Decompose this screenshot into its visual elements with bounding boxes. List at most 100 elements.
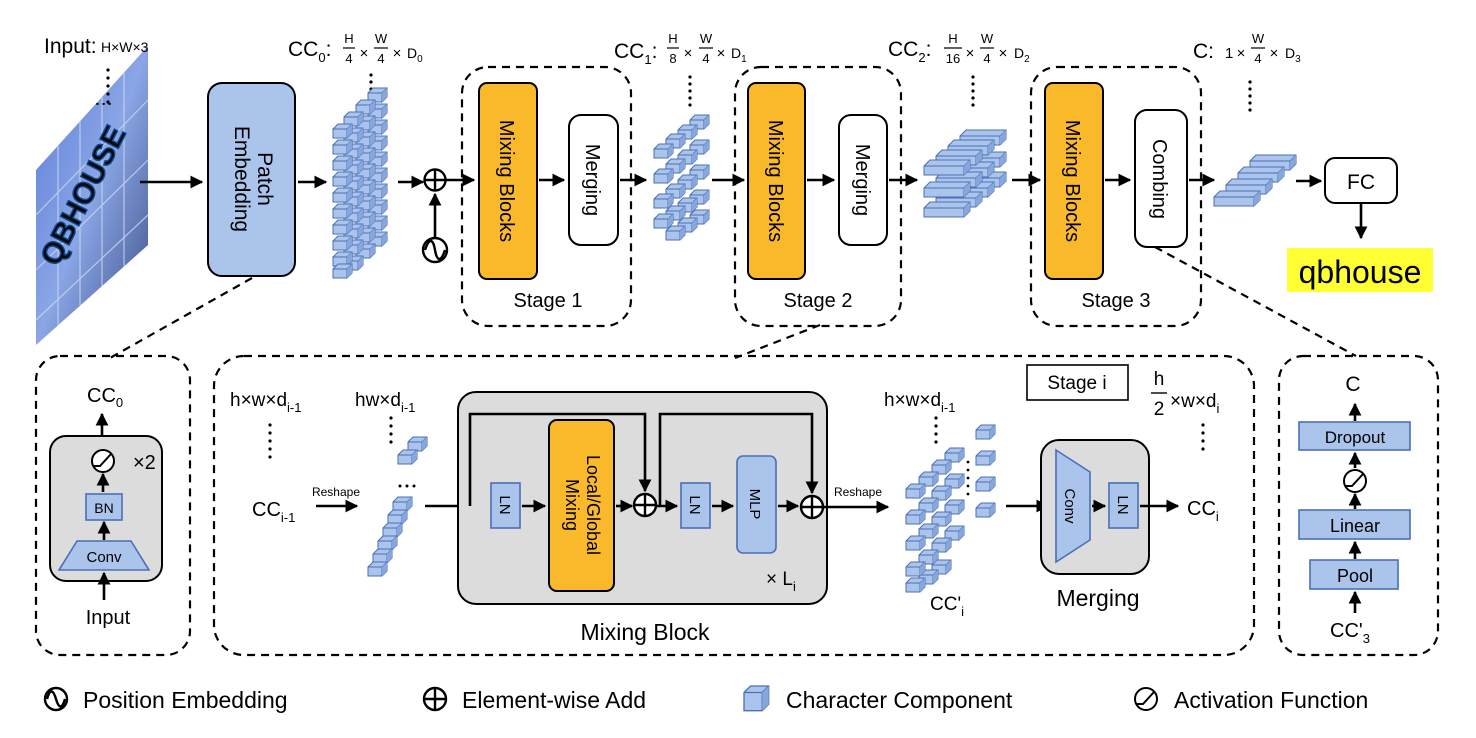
c-ellipsis: [1248, 80, 1252, 112]
local-global-label-2: Mixing: [562, 479, 582, 531]
svg-text:D2: D2: [1014, 45, 1030, 65]
cc2-character-components: [923, 129, 1007, 218]
svg-text:1: 1: [1225, 45, 1233, 62]
mixing-reshaped-ellipsis: [389, 416, 393, 444]
mixing-ln-1-label: LN: [496, 495, 513, 514]
reshape-label-1: Reshape: [312, 485, 360, 499]
mixing-ln-1: [490, 482, 521, 529]
mixing-repeat: × Li: [766, 569, 796, 594]
stage1-mixing-blocks: [478, 82, 538, 280]
stage-i-label: Stage i: [1047, 373, 1106, 394]
stage2-frame: [733, 65, 903, 328]
combing-input: CC'3: [1330, 620, 1370, 646]
mixing-add-1-icon: [632, 492, 658, 518]
merging-ln-label: LN: [1114, 495, 1131, 514]
svg-text:H: H: [668, 31, 677, 46]
connector-combing-detail: [1154, 246, 1357, 357]
patch-detail-bn-label: BN: [94, 500, 113, 516]
svg-text:16: 16: [946, 51, 960, 66]
svg-text:4: 4: [983, 51, 990, 66]
stage2-merging: [838, 114, 888, 246]
combing-dropout-label: Dropout: [1325, 428, 1386, 447]
mixing-out-dots: [966, 460, 970, 496]
stage1-mixing-blocks-label: Mixing Blocks: [495, 120, 517, 242]
connector-patch-detail: [109, 277, 253, 359]
combing-linear-label: Linear: [1330, 516, 1380, 536]
mlp-label: MLP: [746, 489, 763, 520]
svg-text:H: H: [948, 31, 957, 46]
legend-activation-function-icon: [1134, 687, 1158, 711]
mixing-cc-out: CCi: [1187, 498, 1219, 524]
svg-text:W: W: [375, 31, 388, 46]
cc2-shape-label: CC2: H 16 × W 4 × D2: [888, 31, 1030, 66]
legend-character-component-icon: [743, 685, 770, 712]
patch-detail-conv: [57, 540, 151, 571]
combing-pool: [1309, 559, 1399, 590]
local-global-label-1: Local/Global: [583, 455, 603, 555]
merging-conv-label: Conv: [1061, 488, 1078, 524]
output-highlight: [1287, 248, 1433, 292]
combing-output: C: [1345, 373, 1360, 396]
svg-text:4: 4: [377, 51, 384, 66]
input-dims: H×W×3: [101, 39, 149, 55]
mlp-block: [736, 455, 777, 554]
patch-detail-repeat: ×2: [133, 452, 156, 474]
svg-text:×: ×: [999, 45, 1008, 62]
svg-text:CC1:: CC1:: [614, 40, 657, 67]
svg-text:D1: D1: [731, 45, 747, 65]
stage1-label: Stage 1: [514, 290, 583, 312]
input-label: Input:: [44, 35, 97, 58]
patch-detail-frame: [34, 354, 192, 657]
svg-text:×: ×: [966, 45, 975, 62]
combing-linear: [1298, 509, 1411, 540]
mixing-cc-prime: CC'i: [930, 594, 964, 619]
svg-text:C:: C:: [1193, 40, 1214, 63]
patch-embedding-block: [207, 82, 296, 277]
svg-text:×w×di: ×w×di: [1170, 391, 1219, 416]
mixing-reshaped-shape: hw×di-1: [355, 390, 415, 415]
mixing-in-ellipsis: [268, 423, 272, 459]
svg-text:×: ×: [1270, 45, 1279, 62]
output-text: qbhouse: [1299, 254, 1422, 290]
mixing-ln-2-label: LN: [686, 495, 703, 514]
legend-element-wise-add-label: Element-wise Add: [462, 687, 646, 713]
input-ellipsis-dots: [106, 68, 110, 104]
stage3-label: Stage 3: [1082, 290, 1151, 312]
merging-conv: [1055, 448, 1091, 564]
mixing-cc-in: CCi-1: [252, 499, 295, 525]
patch-embedding-label-2: Embedding: [230, 126, 253, 232]
residual-2: [658, 412, 819, 506]
c-shape-label: C: 1 × W 4 × D3: [1193, 31, 1301, 66]
element-wise-add-icon: [423, 168, 447, 192]
merging-title: Merging: [1056, 585, 1139, 611]
svg-text:×: ×: [1237, 45, 1246, 62]
svg-text:CC0:: CC0:: [288, 38, 331, 65]
cc1-character-components: [653, 114, 710, 241]
stage2-merging-label: Merging: [851, 144, 873, 216]
svg-text:CC2:: CC2:: [888, 38, 931, 65]
stage3-combing-label: Combing: [1148, 139, 1170, 219]
stage2-mixing-blocks: [747, 82, 806, 280]
cc0-character-components: [332, 87, 388, 279]
stage1-merging-label: Merging: [581, 144, 603, 216]
svg-text:W: W: [700, 31, 713, 46]
cc2-ellipsis: [971, 75, 975, 107]
mixing-out-components: [905, 424, 996, 593]
stage1-frame: [460, 65, 633, 328]
stage2-mixing-blocks-label: Mixing Blocks: [764, 120, 786, 242]
c-character-components: [1213, 154, 1297, 207]
cc1-shape-label: CC1: H 8 × W 4 × D1: [614, 31, 747, 67]
patch-detail-bn: [85, 493, 123, 521]
patch-embedding-label-1: Patch: [253, 152, 276, 206]
merging-ln: [1108, 482, 1139, 529]
fc-label: FC: [1347, 171, 1375, 194]
mixing-ln-2: [680, 482, 711, 529]
stage1-merging: [568, 114, 619, 246]
input-ellipsis: ⋮: [94, 95, 114, 113]
mixing-reshaped-dots: [398, 484, 416, 488]
mixing-out-shape: h×w×di-1: [884, 390, 956, 415]
svg-text:8: 8: [669, 51, 676, 66]
svg-text:W: W: [981, 31, 994, 46]
svg-text:D3: D3: [1285, 45, 1301, 65]
